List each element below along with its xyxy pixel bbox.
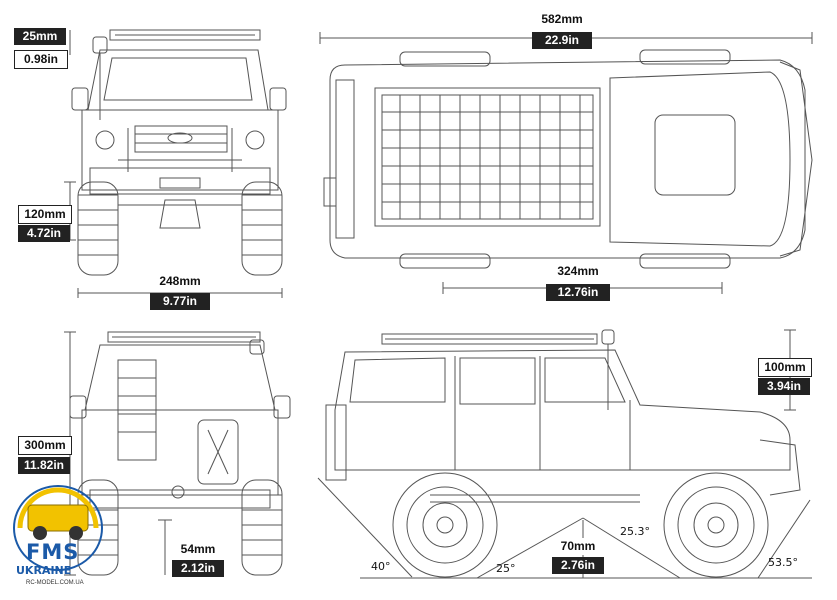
departure-angle-label: 53.5° — [768, 556, 798, 569]
ground-clear-in-label: 4.72in — [18, 225, 70, 242]
roof-in-label: 3.94in — [758, 378, 810, 395]
axle-clear-mm-label: 54mm — [172, 541, 224, 558]
height-in-label: 11.82in — [18, 457, 70, 474]
logo-brand: FMS — [26, 540, 80, 564]
width-mm-label: 248mm — [150, 273, 210, 290]
length-mm-label: 582mm — [532, 11, 592, 28]
width-in-label: 9.77in — [150, 293, 210, 310]
side-view — [317, 329, 812, 579]
logo-region: UKRAINE — [16, 564, 72, 577]
belly-in-label: 2.76in — [552, 557, 604, 574]
wheelbase-in-label: 12.76in — [546, 284, 610, 301]
ground-clear-mm-label: 120mm — [18, 205, 72, 224]
logo-site: RC-MODEL.COM.UA — [26, 580, 84, 586]
top-view — [319, 32, 813, 294]
snorkel-mm-label: 25mm — [14, 28, 66, 45]
roof-mm-label: 100mm — [758, 358, 812, 377]
axle-clear-in-label: 2.12in — [172, 560, 224, 577]
fms-ukraine-logo: FMS UKRAINE RC-MODEL.COM.UA — [8, 488, 108, 592]
breakover-right-label: 25.3° — [620, 525, 650, 538]
height-mm-label: 300mm — [18, 436, 72, 455]
wheelbase-mm-label: 324mm — [546, 263, 610, 280]
rear-view — [64, 331, 291, 576]
front-view — [64, 29, 287, 298]
approach-angle-label: 40° — [371, 560, 391, 573]
snorkel-in-label: 0.98in — [14, 50, 68, 69]
fms-logo-icon — [13, 485, 103, 571]
length-in-label: 22.9in — [532, 32, 592, 49]
belly-mm-label: 70mm — [552, 538, 604, 555]
breakover-left-label: 25° — [496, 562, 516, 575]
